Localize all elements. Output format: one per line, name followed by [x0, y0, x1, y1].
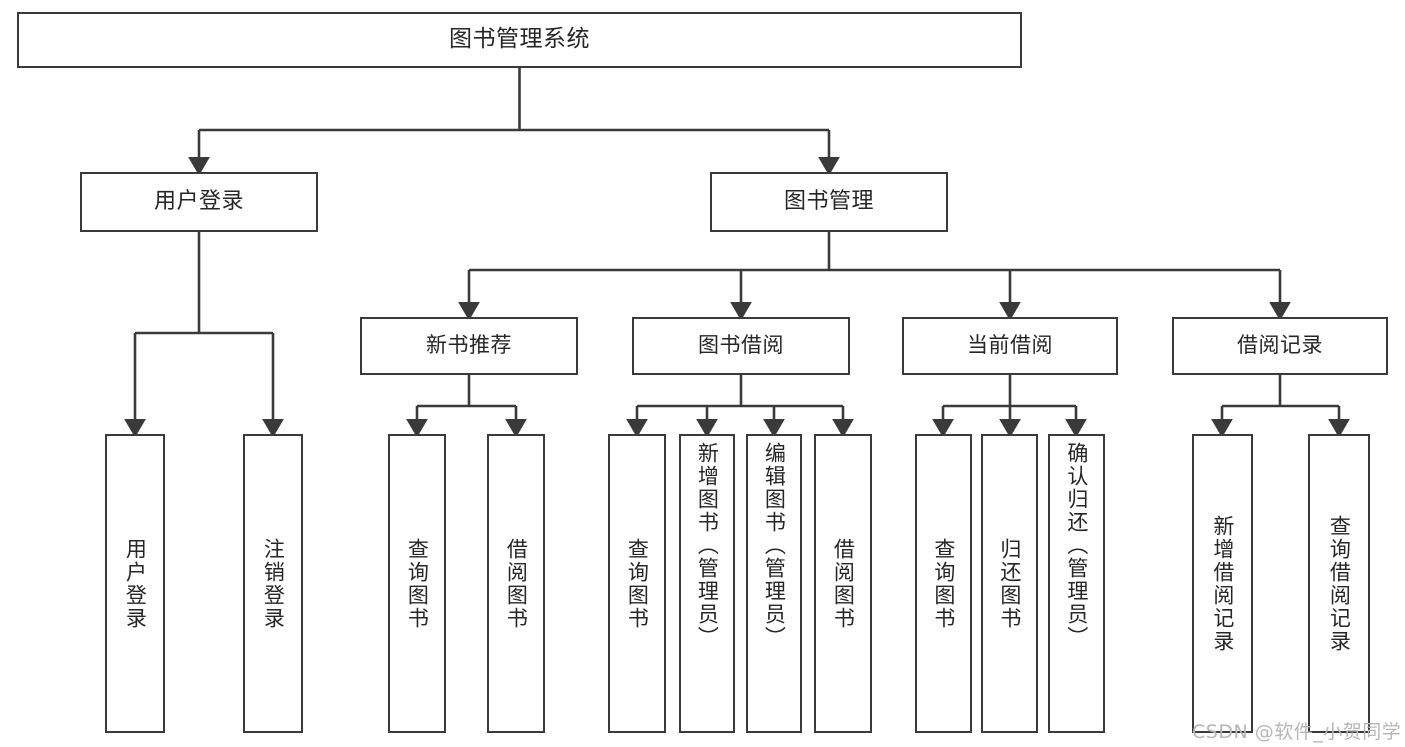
node-current-borrow-label: 当前借阅	[967, 333, 1053, 358]
leaf-label: 归还图书	[997, 537, 1022, 630]
leaf-node[interactable]: 查询图书	[608, 434, 666, 733]
node-borrow-record-label: 借阅记录	[1237, 333, 1323, 358]
leaf-label: 查询图书	[625, 537, 650, 630]
node-new-book-recommend-label: 新书推荐	[426, 333, 512, 358]
leaf-node[interactable]: 编辑图书（管理员）	[746, 434, 802, 733]
leaf-label: 借阅图书	[504, 537, 529, 630]
node-current-borrow[interactable]: 当前借阅	[902, 317, 1118, 375]
leaf-node[interactable]: 查询借阅记录	[1308, 434, 1370, 733]
leaf-label: 借阅图书	[831, 537, 856, 630]
leaf-label: 新增图书（管理员）	[695, 442, 720, 649]
node-borrow-record[interactable]: 借阅记录	[1172, 317, 1388, 375]
leaf-node[interactable]: 借阅图书	[487, 434, 545, 733]
csdn-watermark: CSDN @软件_小贺同学	[1192, 721, 1402, 743]
node-book-borrow[interactable]: 图书借阅	[632, 317, 850, 375]
leaf-label: 注销登录	[261, 537, 286, 630]
leaf-label: 查询图书	[931, 537, 956, 630]
leaf-node[interactable]: 借阅图书	[814, 434, 872, 733]
node-book-management[interactable]: 图书管理	[710, 172, 948, 232]
leaf-node[interactable]: 新增图书（管理员）	[679, 434, 735, 733]
leaf-node[interactable]: 用户登录	[105, 434, 165, 733]
leaf-node[interactable]: 新增借阅记录	[1192, 434, 1253, 733]
leaf-node[interactable]: 查询图书	[915, 434, 972, 733]
node-book-management-label: 图书管理	[783, 188, 874, 214]
leaf-label: 用户登录	[123, 537, 148, 630]
leaf-node[interactable]: 归还图书	[981, 434, 1038, 733]
leaf-label: 新增借阅记录	[1210, 514, 1235, 653]
leaf-node[interactable]: 查询图书	[388, 434, 446, 733]
node-root-system[interactable]: 图书管理系统	[17, 12, 1022, 68]
node-user-login[interactable]: 用户登录	[80, 172, 318, 232]
leaf-node[interactable]: 注销登录	[243, 434, 303, 733]
node-root-label: 图书管理系统	[449, 26, 590, 53]
leaf-label: 查询图书	[405, 537, 430, 630]
node-new-book-recommend[interactable]: 新书推荐	[360, 317, 578, 375]
leaf-label: 确认归还（管理员）	[1064, 442, 1089, 649]
node-book-borrow-label: 图书借阅	[698, 333, 784, 358]
node-user-login-label: 用户登录	[153, 188, 244, 214]
leaf-node[interactable]: 确认归还（管理员）	[1048, 434, 1105, 733]
leaf-label: 查询借阅记录	[1327, 514, 1352, 653]
leaf-label: 编辑图书（管理员）	[762, 442, 787, 649]
